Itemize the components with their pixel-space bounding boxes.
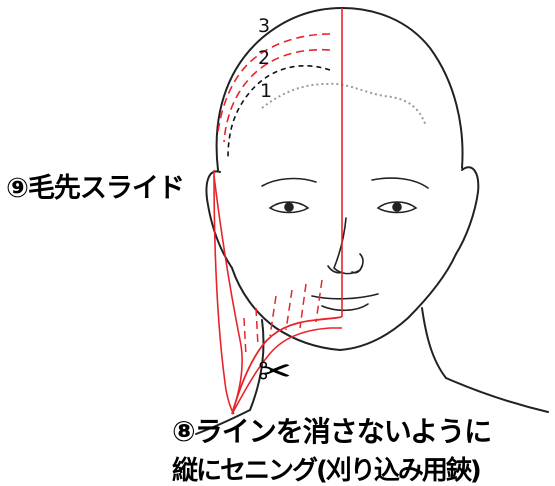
scissors-icon: ✂	[258, 349, 292, 395]
shoulder-right	[445, 377, 549, 413]
thinning-label-line-1: ⑧ラインを消さないように	[172, 415, 492, 448]
line-number-1: 1	[260, 80, 272, 102]
lower-lip	[321, 303, 369, 312]
left-ear	[205, 170, 233, 269]
line-number-3: 3	[258, 15, 270, 37]
nose	[333, 217, 364, 275]
mouth	[311, 293, 379, 300]
right-jaw	[339, 253, 457, 351]
guide-line-2	[223, 48, 331, 143]
slide-guide-line-inner	[213, 175, 243, 415]
hairline-dotted	[261, 82, 427, 127]
nostril-left	[327, 265, 343, 274]
right-eyebrow	[371, 177, 429, 189]
guide-line-1	[227, 65, 331, 159]
head-left-contour	[215, 7, 343, 171]
line-number-2: 2	[258, 47, 270, 69]
face-features	[261, 177, 429, 312]
right-ear	[455, 166, 480, 255]
head-outline	[195, 7, 549, 435]
thinning-label-line-2: 縦にセニング(刈り込み用鋏)	[172, 456, 482, 486]
guide-lines-red-top	[217, 33, 331, 143]
neckline-guide-lower	[231, 327, 342, 415]
neck-right	[421, 307, 447, 379]
neckline-guide	[231, 315, 343, 415]
right-eye	[376, 201, 418, 214]
slide-label: ⑨毛先スライド	[6, 173, 185, 204]
right-pupil	[392, 202, 402, 212]
left-jaw	[231, 267, 341, 351]
left-eye	[268, 201, 310, 214]
nostril-right	[351, 265, 363, 274]
left-eyebrow	[261, 177, 317, 187]
thinning-lines	[243, 279, 323, 357]
head-right-contour	[341, 7, 464, 169]
shoulder-left	[195, 409, 251, 435]
slide-guide-line	[213, 169, 235, 415]
left-pupil	[284, 202, 294, 212]
